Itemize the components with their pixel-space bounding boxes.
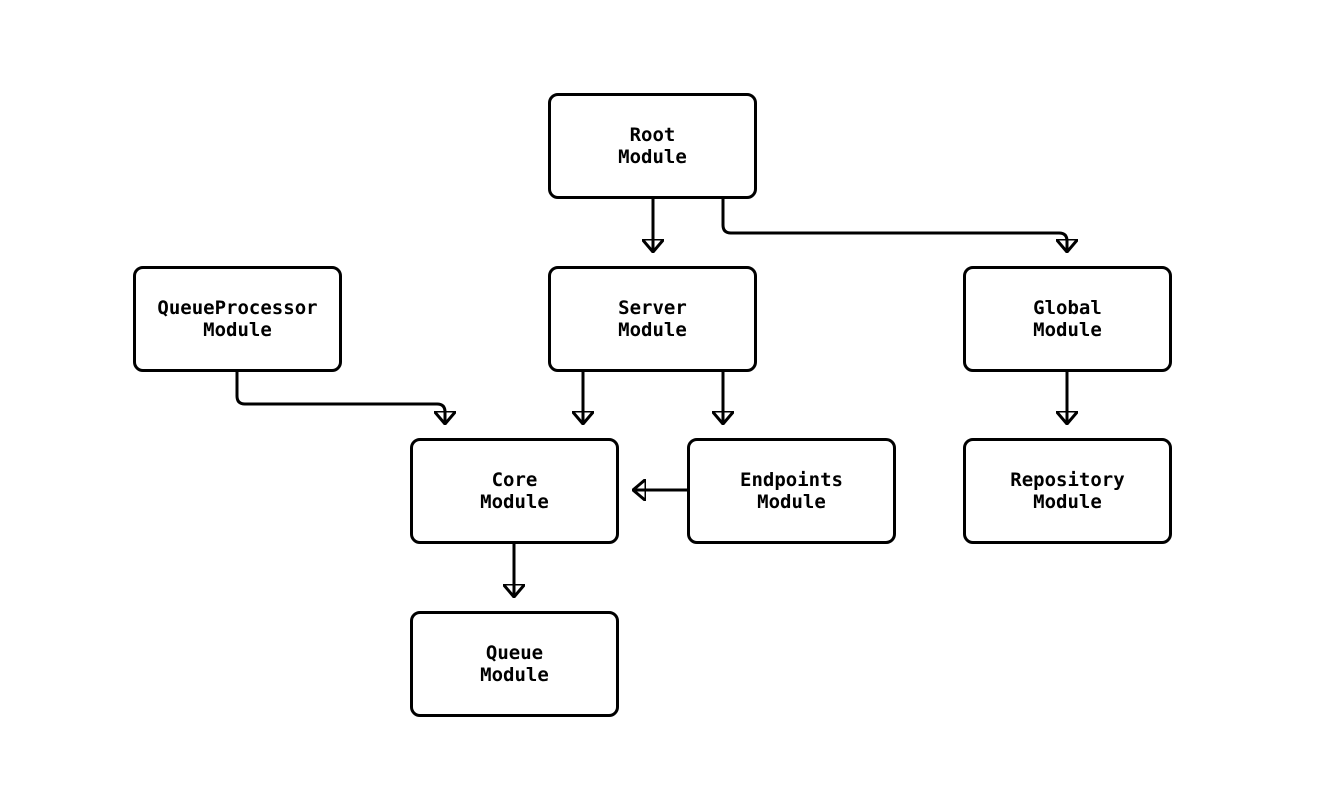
node-root-module-label: Root Module [618, 124, 687, 168]
node-server-module-label: Server Module [618, 297, 687, 341]
node-core-module-label: Core Module [480, 469, 549, 513]
node-queue-module: Queue Module [410, 611, 619, 717]
node-queueprocessor-module: QueueProcessor Module [133, 266, 342, 372]
node-repository-module-label: Repository Module [1010, 469, 1125, 513]
edge-root-to-global [721, 199, 1067, 252]
node-queue-module-label: Queue Module [480, 642, 549, 686]
node-server-module: Server Module [548, 266, 757, 372]
edge-queueprocessor-to-core [235, 372, 445, 424]
node-endpoints-module-label: Endpoints Module [740, 469, 843, 513]
node-endpoints-module: Endpoints Module [687, 438, 896, 544]
node-global-module: Global Module [963, 266, 1172, 372]
node-global-module-label: Global Module [1033, 297, 1102, 341]
node-core-module: Core Module [410, 438, 619, 544]
node-root-module: Root Module [548, 93, 757, 199]
node-repository-module: Repository Module [963, 438, 1172, 544]
node-queueprocessor-module-label: QueueProcessor Module [157, 297, 318, 341]
